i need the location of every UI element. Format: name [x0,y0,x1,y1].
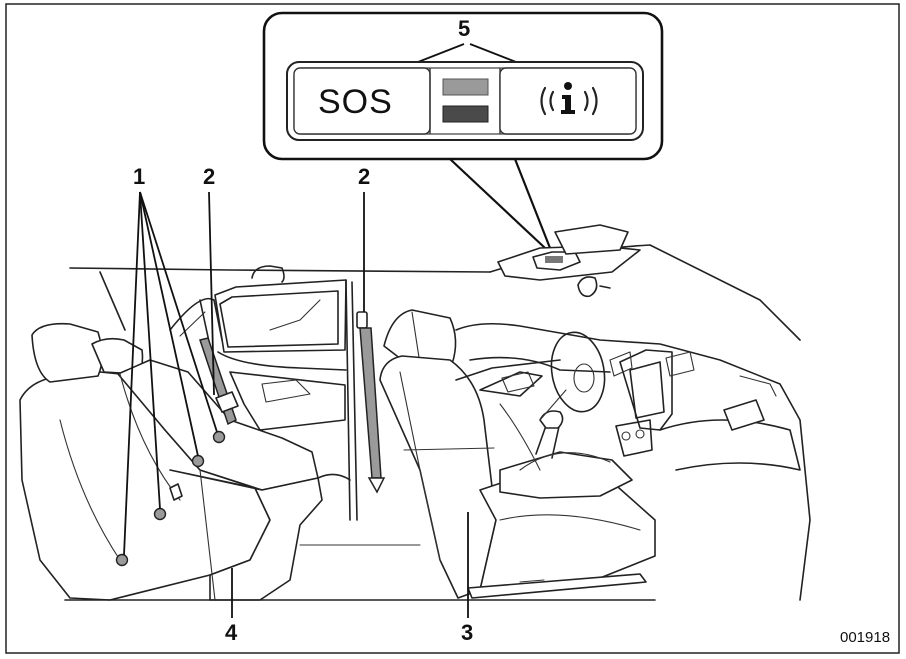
callout-5: 5 [458,16,470,41]
front-seatbelt [356,311,386,494]
floor [64,473,656,601]
indicator-lamp-top [442,78,489,96]
figure-code: 001918 [840,629,890,646]
callout-3: 3 [461,620,473,645]
sos-label: SOS [318,83,393,121]
figure-frame [5,3,900,654]
child-anchor-3 [191,454,205,468]
child-anchor-4 [212,430,226,444]
callout-leaders [123,191,469,618]
callout-2-front: 2 [358,164,370,189]
indicator-lamp-bottom [442,105,489,123]
child-anchor-2 [153,507,167,521]
overhead-console-callout: 5 SOS [262,11,664,249]
callout-2-rear: 2 [203,164,215,189]
callout-4: 4 [225,620,238,645]
dashboard [455,322,811,601]
b-pillar [345,279,358,521]
roof-outline [69,224,801,341]
info-call-icon [540,82,598,116]
callout-1: 1 [133,164,145,189]
rear-seat [19,297,323,601]
front-passenger-seat [379,309,656,599]
child-anchor-1 [115,553,129,567]
center-console [499,410,633,499]
